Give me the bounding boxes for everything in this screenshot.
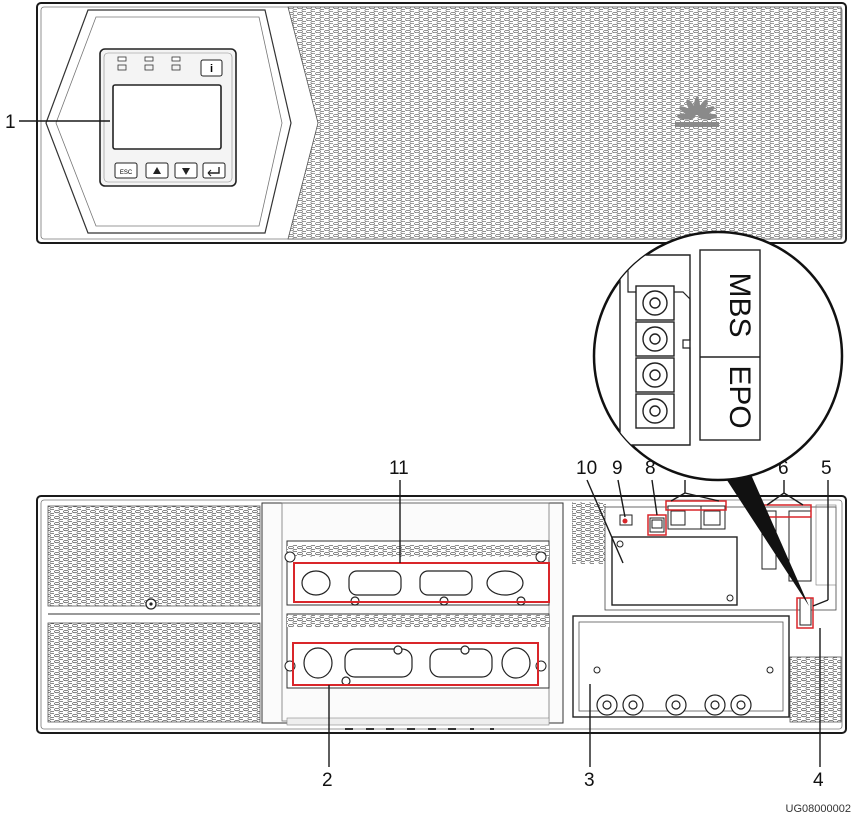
callout-8: 8 — [645, 458, 656, 479]
zoom-detail: MBS EPO — [592, 230, 844, 606]
network-ports — [667, 505, 726, 530]
svg-text:ESC: ESC — [120, 170, 133, 176]
down-button[interactable] — [174, 162, 198, 179]
highlight-box-11 — [293, 562, 550, 603]
highlight-box-2 — [292, 642, 539, 686]
logo-icon — [675, 97, 719, 127]
zoom-label-epo: EPO — [723, 365, 756, 428]
up-button[interactable] — [145, 162, 169, 179]
figure-id: UG08000002 — [786, 803, 851, 815]
rear-vent-lower — [47, 622, 261, 723]
callout-9: 9 — [612, 458, 623, 479]
highlight-box-7 — [665, 500, 727, 511]
callout-4: 4 — [813, 770, 824, 791]
zoom-label-mbs: MBS — [723, 272, 756, 337]
status-indicators — [117, 56, 181, 71]
callout-6: 6 — [778, 458, 789, 479]
front-vent-grille — [287, 6, 842, 240]
callout-11: 11 — [389, 458, 409, 479]
callout-3: 3 — [584, 770, 595, 791]
battery-terminals — [596, 694, 752, 716]
rear-vent-upper — [47, 505, 261, 607]
callout-1: 1 — [5, 112, 16, 133]
info-button[interactable]: i — [200, 59, 223, 77]
card-bay — [261, 502, 564, 724]
upper-card-connectors — [301, 570, 526, 606]
callout-2: 2 — [322, 770, 333, 791]
terminal-labels — [345, 728, 494, 730]
zoom-terminal-blocks — [635, 285, 675, 429]
esc-button[interactable]: ESC — [114, 162, 138, 179]
mbs-epo-port — [799, 597, 812, 626]
rear-vent-right-lower — [789, 656, 842, 723]
lower-card-connectors — [303, 645, 531, 686]
ups-front-view: i ESC 1 — [5, 2, 847, 244]
ups-rear-view: 11 2 3 10 9 8 7 6 5 4 — [36, 458, 847, 791]
callout-5: 5 — [821, 458, 832, 479]
slot-10 — [611, 536, 738, 606]
svg-text:i: i — [210, 63, 213, 75]
lcd-screen — [112, 84, 222, 150]
enter-button[interactable] — [202, 162, 226, 179]
callout-10: 10 — [576, 458, 597, 479]
